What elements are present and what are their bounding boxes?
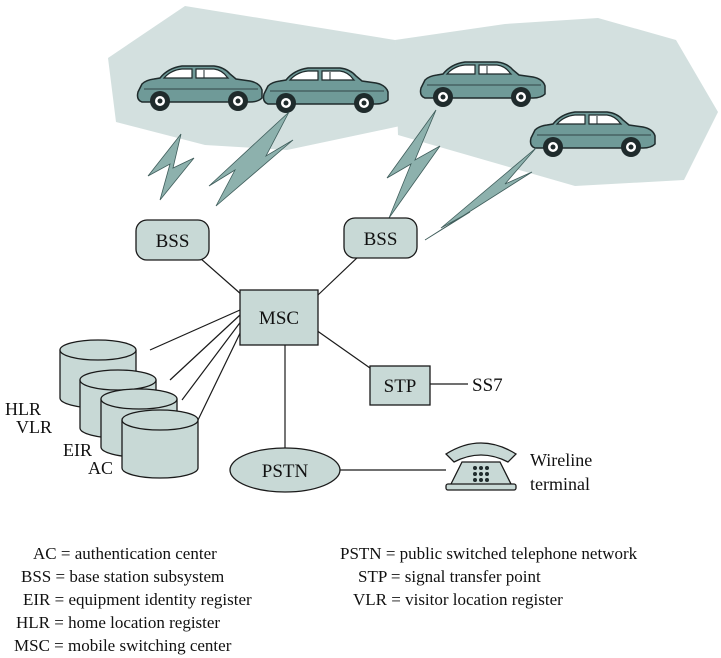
coverage-cell-left [108, 6, 405, 150]
telephone-icon [444, 442, 518, 491]
database-cylinder-icon [121, 409, 199, 479]
legend-item: VLR = visitor location register [353, 590, 563, 609]
lightning-bolt-icon [424, 147, 537, 241]
ac-label: AC [88, 458, 113, 478]
hlr-label: HLR [5, 399, 41, 419]
bss-left-node [135, 219, 210, 261]
lightning-bolt-icon [208, 111, 294, 207]
legend-item: STP = signal transfer point [358, 567, 541, 586]
connection-lines [149, 235, 468, 471]
pstn-label: PSTN [262, 461, 309, 482]
stp-label: STP [384, 376, 417, 397]
bss-left-label: BSS [156, 231, 190, 252]
eir-label: EIR [63, 440, 92, 460]
legend-item: EIR = equipment identity register [23, 590, 252, 609]
stp-node [369, 365, 431, 406]
pstn-node [229, 447, 341, 493]
legend-item: AC = authentication center [33, 544, 217, 563]
legend-item: HLR = home location register [16, 613, 221, 632]
msc-node [239, 289, 319, 346]
lightning-bolt-icon [147, 133, 195, 201]
terminal-label: terminal [530, 474, 590, 494]
legend-item: MSC = mobile switching center [14, 636, 232, 655]
legend-item: PSTN = public switched telephone network [340, 544, 638, 563]
vlr-label: VLR [16, 417, 52, 437]
ss7-label: SS7 [472, 375, 503, 396]
legend-item: BSS = base station subsystem [21, 567, 225, 586]
bss-right-node [343, 217, 418, 259]
wireline-label: Wireline [530, 450, 592, 470]
bss-right-label: BSS [364, 229, 398, 250]
msc-label: MSC [259, 308, 299, 329]
